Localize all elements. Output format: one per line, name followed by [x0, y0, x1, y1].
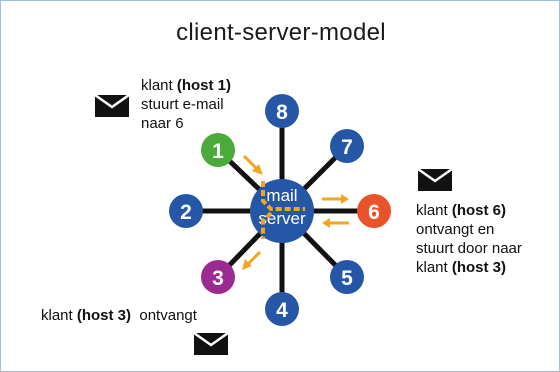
host-node-8: 8 [265, 94, 299, 128]
server-mail-path-lower [261, 211, 273, 239]
host-circle-1 [201, 133, 235, 167]
envelope-icon [417, 167, 453, 191]
annotation-host3-klant: klant [41, 307, 73, 324]
host-node-6: 6 [357, 194, 391, 228]
host-number-6: 6 [368, 201, 380, 224]
host-node-5: 5 [330, 260, 364, 294]
host-number-3: 3 [212, 267, 224, 290]
annotation-host6: klant (host 6) ontvangt en stuurt door n… [416, 201, 522, 277]
host-number-1: 1 [212, 140, 224, 163]
server-label-line2: server [258, 209, 306, 228]
server-mail-path [261, 181, 305, 211]
annotation-host3-rest: ontvangt [139, 307, 197, 324]
host-circle-2 [169, 194, 203, 228]
annotation-host3: klant (host 3) ontvangt [41, 306, 197, 325]
host-number-7: 7 [341, 136, 353, 159]
arrow-head-host6-out [341, 194, 349, 204]
arrow-head-host3 [242, 259, 252, 270]
annotation-host3-host: (host 3) [76, 307, 132, 324]
envelopes [94, 93, 453, 355]
annotation-host6-line3: stuurt door naar [416, 240, 522, 257]
mail-server-circle [250, 179, 314, 243]
host-number-4: 4 [276, 299, 288, 322]
annotation-host6-line2: ontvangt en [416, 221, 495, 238]
annotation-host1-line2: stuurt e-mail [141, 96, 224, 113]
host-node-1: 1 [201, 133, 235, 167]
envelope-icon [94, 93, 130, 117]
annotation-host1-klant: klant [141, 77, 173, 94]
mail-server: mail server [250, 179, 314, 243]
host-circle-4 [265, 292, 299, 326]
annotation-host1-line3: naar 6 [141, 115, 184, 132]
server-label-line1: mail [266, 186, 297, 205]
host-circle-3 [201, 260, 235, 294]
annotation-host6-klant2: klant [416, 259, 448, 276]
host-number-5: 5 [341, 267, 353, 290]
host-number-2: 2 [180, 201, 192, 224]
host-number-8: 8 [276, 101, 288, 124]
host-circle-8 [265, 94, 299, 128]
host-node-2: 2 [169, 194, 203, 228]
annotation-host6-klant: klant [416, 202, 448, 219]
arrow-head-host6-in [322, 218, 330, 228]
diagram-title: client-server-model [176, 19, 386, 46]
envelope-icon [193, 331, 229, 355]
host-circle-7 [330, 129, 364, 163]
arrows [242, 154, 349, 270]
host-node-7: 7 [330, 129, 364, 163]
arrow-head-host1 [252, 164, 263, 175]
host-node-3: 3 [201, 260, 235, 294]
annotation-host6-host: (host 6) [451, 202, 507, 219]
host-circle-6 [357, 194, 391, 228]
annotation-host1: klant (host 1) stuurt e-mail naar 6 [141, 76, 231, 133]
host-nodes: 1 2 3 4 5 6 7 8 [169, 94, 391, 326]
annotation-host6-host2: (host 3) [451, 259, 507, 276]
host-node-4: 4 [265, 292, 299, 326]
annotation-host1-host: (host 1) [176, 77, 232, 94]
host-circle-5 [330, 260, 364, 294]
